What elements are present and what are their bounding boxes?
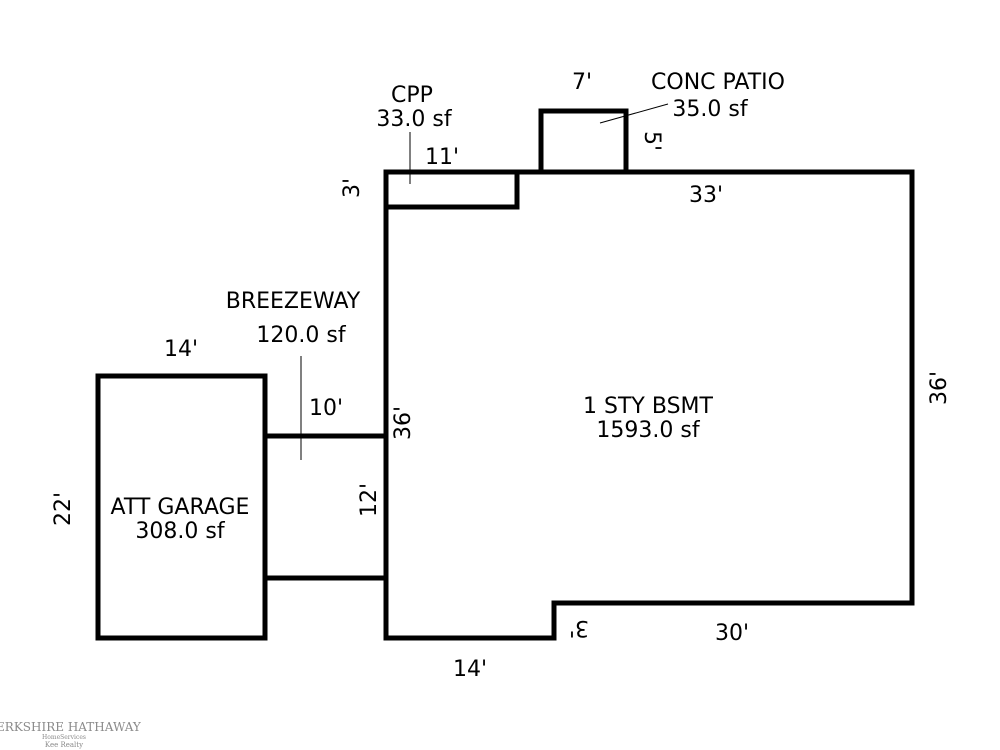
cpp-area-name: CPP [391,83,433,108]
garage-area-sf: 308.0 sf [135,519,225,544]
dim-garage-top: 14' [164,337,198,362]
cpp-outline [383,169,520,210]
dim-main-step: 3' [569,615,589,640]
dim-patio-right: 5' [639,131,664,151]
watermark-line-1: BERKSHIRE HATHAWAY [0,720,142,734]
dim-main-bottom-left: 14' [453,657,487,682]
dim-garage-left: 22' [51,492,76,526]
dim-main-left: 36' [391,406,416,440]
breezeway-area-name: BREEZEWAY [226,289,361,314]
patio-outline [538,108,629,175]
breezeway-area-sf: 120.0 sf [256,323,346,348]
dim-breezeway-top: 10' [309,396,343,421]
garage-area-name: ATT GARAGE [111,495,250,520]
breezeway-outline [262,433,389,581]
dim-main-top: 33' [689,183,723,208]
dim-cpp-top: 11' [425,145,459,170]
dim-main-right: 36' [927,371,952,405]
dim-cpp-left: 3' [340,178,365,198]
dim-patio-top: 7' [572,70,592,95]
patio-area-name: CONC PATIO [651,70,785,95]
dim-breezeway-right: 12' [357,483,382,517]
main-house-outline [383,169,915,641]
dim-main-bottom-right: 30' [715,621,749,646]
main-area-sf: 1593.0 sf [596,418,700,443]
main-area-name: 1 STY BSMT [583,394,713,419]
patio-leader-line [599,103,669,124]
watermark-line-3: Kee Realty [45,741,83,749]
patio-area-sf: 35.0 sf [672,97,748,122]
cpp-area-sf: 33.0 sf [376,107,452,132]
watermark-line-2: HomeServices [42,734,86,741]
